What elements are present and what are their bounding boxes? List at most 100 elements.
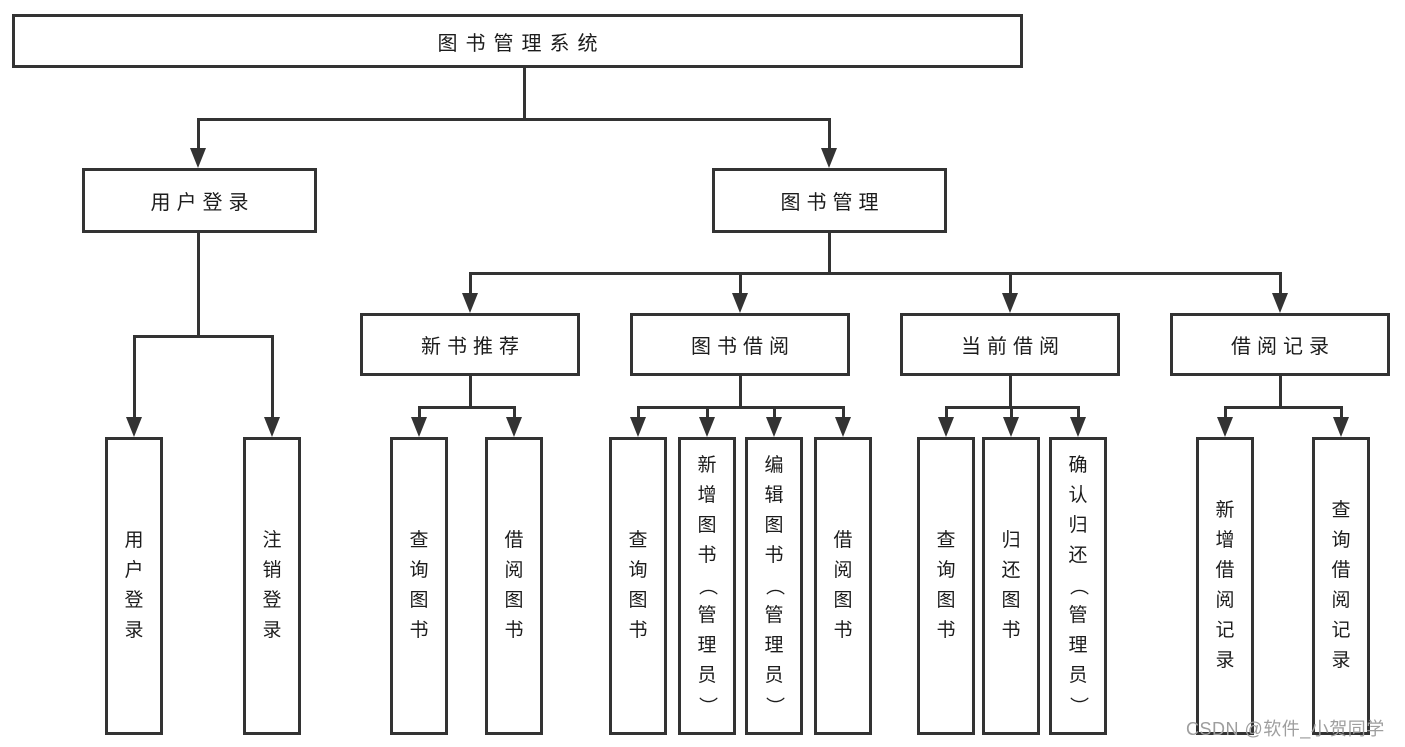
node-new-book-recommend: 新书推荐 (360, 313, 580, 376)
leaf-label-char: ） (763, 696, 785, 716)
leaf-label-char: 书 (764, 545, 784, 566)
leaf-record-query-borrow-record: 查询借阅记录 (1312, 437, 1370, 735)
leaf-user-login: 用户登录 (105, 437, 163, 735)
leaf-label-char: 增 (697, 485, 717, 506)
node-new-book-recommend-label: 新书推荐 (421, 336, 525, 358)
node-book-management-label: 图书管理 (780, 192, 885, 214)
connector-bookmgmt-split (469, 272, 1282, 275)
connector-root-split (197, 118, 831, 121)
arrowhead-icon (699, 417, 715, 437)
connector-bookborrow-split (637, 406, 845, 409)
connector-stub (418, 406, 421, 420)
connector-newbook-split (418, 406, 516, 409)
arrowhead-icon (630, 417, 646, 437)
connector-stub (1224, 406, 1227, 420)
leaf-label-char: 录 (1331, 650, 1351, 671)
leaf-label-char: 图 (936, 590, 956, 611)
leaf-borrow-query-book: 查询图书 (609, 437, 667, 735)
arrowhead-icon (1070, 417, 1086, 437)
arrowhead-icon (1002, 293, 1018, 313)
leaf-label-char: 记 (1215, 620, 1235, 641)
leaf-label-char: 登 (124, 590, 144, 611)
node-user-login: 用户登录 (82, 168, 317, 233)
leaf-record-add-borrow-record: 新增借阅记录 (1196, 437, 1254, 735)
connector-userlogin-down (197, 232, 200, 335)
leaf-label-char: 还 (1001, 560, 1021, 581)
node-book-borrow: 图书借阅 (630, 313, 850, 376)
arrowhead-icon (1272, 293, 1288, 313)
connector-stub (1010, 406, 1013, 420)
connector-borrowrecord-down (1279, 373, 1282, 408)
connector-userlogin-split (133, 335, 274, 338)
connector-stub (271, 335, 274, 419)
leaf-borrow-borrow-book: 借阅图书 (814, 437, 872, 735)
arrowhead-icon (126, 417, 142, 437)
arrowhead-icon (938, 417, 954, 437)
leaf-label-char: ） (1067, 696, 1089, 716)
leaf-label-char: 图 (697, 515, 717, 536)
leaf-label-char: （ (696, 576, 718, 596)
leaf-label-char: 新 (1215, 500, 1235, 521)
arrowhead-icon (190, 148, 206, 168)
leaf-label-char: 询 (409, 560, 429, 581)
leaf-label-char: 记 (1331, 620, 1351, 641)
leaf-label-char: 询 (936, 560, 956, 581)
node-borrow-record-label: 借阅记录 (1231, 336, 1335, 358)
leaf-borrow-add-book-admin: 新增图书（管理员） (678, 437, 736, 735)
leaf-label-char: （ (763, 576, 785, 596)
leaf-label-char: 图 (628, 590, 648, 611)
node-borrow-record: 借阅记录 (1170, 313, 1390, 376)
connector-stub (513, 406, 516, 420)
leaf-logout-login: 注销登录 (243, 437, 301, 735)
connector-borrowrecord-split (1224, 406, 1343, 409)
leaf-label-char: 书 (833, 620, 853, 641)
leaf-current-confirm-return-admin: 确认归还（管理员） (1049, 437, 1107, 735)
leaf-label-char: 图 (504, 590, 524, 611)
leaf-borrow-edit-book-admin: 编辑图书（管理员） (745, 437, 803, 735)
connector-stub (1009, 272, 1012, 296)
connector-stub (1077, 406, 1080, 420)
leaf-label-char: 归 (1068, 515, 1088, 536)
arrowhead-icon (766, 417, 782, 437)
leaf-label-char: 书 (504, 620, 524, 641)
arrowhead-icon (1333, 417, 1349, 437)
leaf-label-char: 阅 (833, 560, 853, 581)
connector-newbook-down (469, 373, 472, 408)
leaf-label-char: 图 (409, 590, 429, 611)
leaf-label-char: 管 (1068, 605, 1088, 626)
leaf-label-char: 增 (1215, 530, 1235, 551)
node-current-borrow-label: 当前借阅 (961, 336, 1065, 358)
connector-stub (773, 406, 776, 420)
leaf-label-char: 书 (697, 545, 717, 566)
connector-bookmgmt-down (828, 232, 831, 274)
leaf-label-char: 录 (1215, 650, 1235, 671)
leaf-label-char: 理 (697, 635, 717, 656)
leaf-label-char: 图 (764, 515, 784, 536)
connector-stub (1340, 406, 1343, 420)
leaf-label-char: 认 (1068, 485, 1088, 506)
arrowhead-icon (1003, 417, 1019, 437)
leaf-label-char: 书 (628, 620, 648, 641)
leaf-label-char: 查 (936, 530, 956, 551)
connector-bookborrow-down (739, 373, 742, 408)
leaf-label-char: 员 (764, 665, 784, 686)
leaf-label-char: 员 (1068, 665, 1088, 686)
leaf-label-char: ） (696, 696, 718, 716)
node-user-login-label: 用户登录 (150, 192, 255, 214)
leaf-label-char: 阅 (504, 560, 524, 581)
connector-stub (133, 335, 136, 419)
leaf-label-char: 录 (124, 620, 144, 641)
leaf-label-char: 查 (628, 530, 648, 551)
leaf-label-char: 辑 (764, 485, 784, 506)
arrowhead-icon (835, 417, 851, 437)
leaf-label-char: 新 (697, 455, 717, 476)
connector-stub (842, 406, 845, 420)
arrowhead-icon (462, 293, 478, 313)
leaf-label-char: 还 (1068, 545, 1088, 566)
arrowhead-icon (264, 417, 280, 437)
arrowhead-icon (821, 148, 837, 168)
connector-stub (706, 406, 709, 420)
leaf-label-char: 书 (1001, 620, 1021, 641)
leaf-label-char: 询 (628, 560, 648, 581)
arrowhead-icon (506, 417, 522, 437)
